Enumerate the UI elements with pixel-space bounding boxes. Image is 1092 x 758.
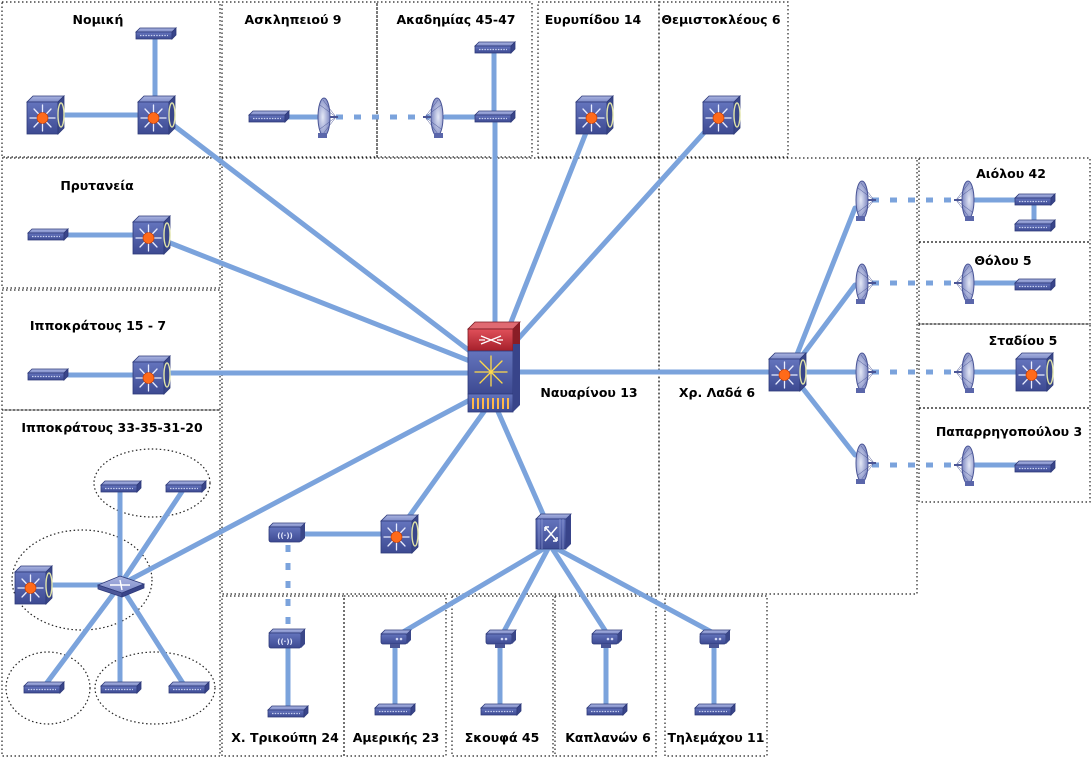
label-ippokratous-15: Ιπποκράτους 15 - 7 [30, 318, 166, 333]
switch-icon [248, 110, 290, 123]
multilayer-switch-icon [26, 95, 65, 135]
multilayer-switch-icon [132, 215, 171, 255]
switch-icon [267, 705, 309, 718]
multilayer-switch-icon [14, 565, 53, 605]
label-tilemachou: Τηλεμάχου 11 [668, 730, 765, 745]
label-navarinou: Ναυαρίνου 13 [540, 385, 637, 400]
switch-icon [474, 41, 516, 54]
switch-icon [135, 27, 177, 40]
antenna-icon [953, 263, 975, 305]
switch-icon [586, 703, 628, 716]
multilayer-switch-icon [1015, 352, 1054, 392]
switch-icon [168, 681, 210, 694]
devices [14, 27, 1056, 718]
label-skoufa: Σκουφά 45 [465, 730, 540, 745]
wireless-bridge-icon [268, 628, 306, 649]
label-lada: Χρ. Λαδά 6 [679, 385, 755, 400]
switch-icon [27, 228, 69, 241]
label-stadiou: Σταδίου 5 [989, 333, 1058, 348]
links [32, 35, 1037, 713]
label-nomiki: Νομική [73, 12, 124, 27]
label-evripidou: Ευρυπίδου 14 [545, 12, 642, 27]
label-prytaneia: Πρυτανεία [60, 178, 134, 193]
label-amerikis: Αμερικής 23 [353, 730, 440, 745]
core-router-icon [467, 321, 521, 413]
switch-icon [1014, 460, 1056, 473]
label-aiolou: Αιόλου 42 [976, 166, 1046, 181]
switch-icon [1014, 193, 1056, 206]
antenna-icon [855, 263, 877, 305]
router-icon [96, 575, 146, 598]
antenna-icon [953, 445, 975, 487]
switch-icon [1014, 219, 1056, 232]
modem-icon [485, 629, 517, 649]
antenna-icon [855, 443, 877, 485]
multilayer-switch-icon [380, 514, 419, 554]
label-tholou: Θόλου 5 [974, 253, 1031, 268]
switch-icon [694, 703, 736, 716]
switch-icon [480, 703, 522, 716]
multilayer-switch-icon [137, 95, 176, 135]
antenna-icon [855, 180, 877, 222]
antenna-icon [317, 97, 339, 139]
multilayer-switch-icon [575, 95, 614, 135]
modem-icon [591, 629, 623, 649]
antenna-icon [953, 180, 975, 222]
wireless-bridge-icon [268, 522, 306, 543]
switch-icon [27, 368, 69, 381]
modem-icon [699, 629, 731, 649]
switch-icon [1014, 278, 1056, 291]
switch-icon [474, 110, 516, 123]
multilayer-switch-icon [768, 352, 807, 392]
modem-icon [380, 629, 412, 649]
antenna-icon [953, 352, 975, 394]
label-trikoupi: Χ. Τρικούπη 24 [231, 730, 339, 745]
switch-icon [374, 703, 416, 716]
antenna-icon [422, 97, 444, 139]
antenna-icon [855, 352, 877, 394]
multilayer-switch-icon [132, 355, 171, 395]
switch-icon [100, 480, 142, 493]
label-asklipiou: Ασκληπειού 9 [245, 12, 342, 27]
multilayer-switch-icon [702, 95, 741, 135]
label-kaplanon: Καπλανών 6 [565, 730, 651, 745]
switch-icon [23, 681, 65, 694]
switch-icon [100, 681, 142, 694]
label-themistokleous: Θεμιστοκλέους 6 [661, 12, 780, 27]
label-paparrigopoulou: Παπαρρηγοπούλου 3 [936, 424, 1082, 439]
label-ippokratous-33: Ιπποκράτους 33-35-31-20 [21, 420, 203, 435]
label-akadimias: Ακαδημίας 45-47 [396, 12, 515, 27]
switch-icon [165, 480, 207, 493]
atm-switch-icon [535, 513, 572, 550]
site-labels: Νομική Ασκληπειού 9 Ακαδημίας 45-47 Ευρυ… [21, 12, 1082, 745]
